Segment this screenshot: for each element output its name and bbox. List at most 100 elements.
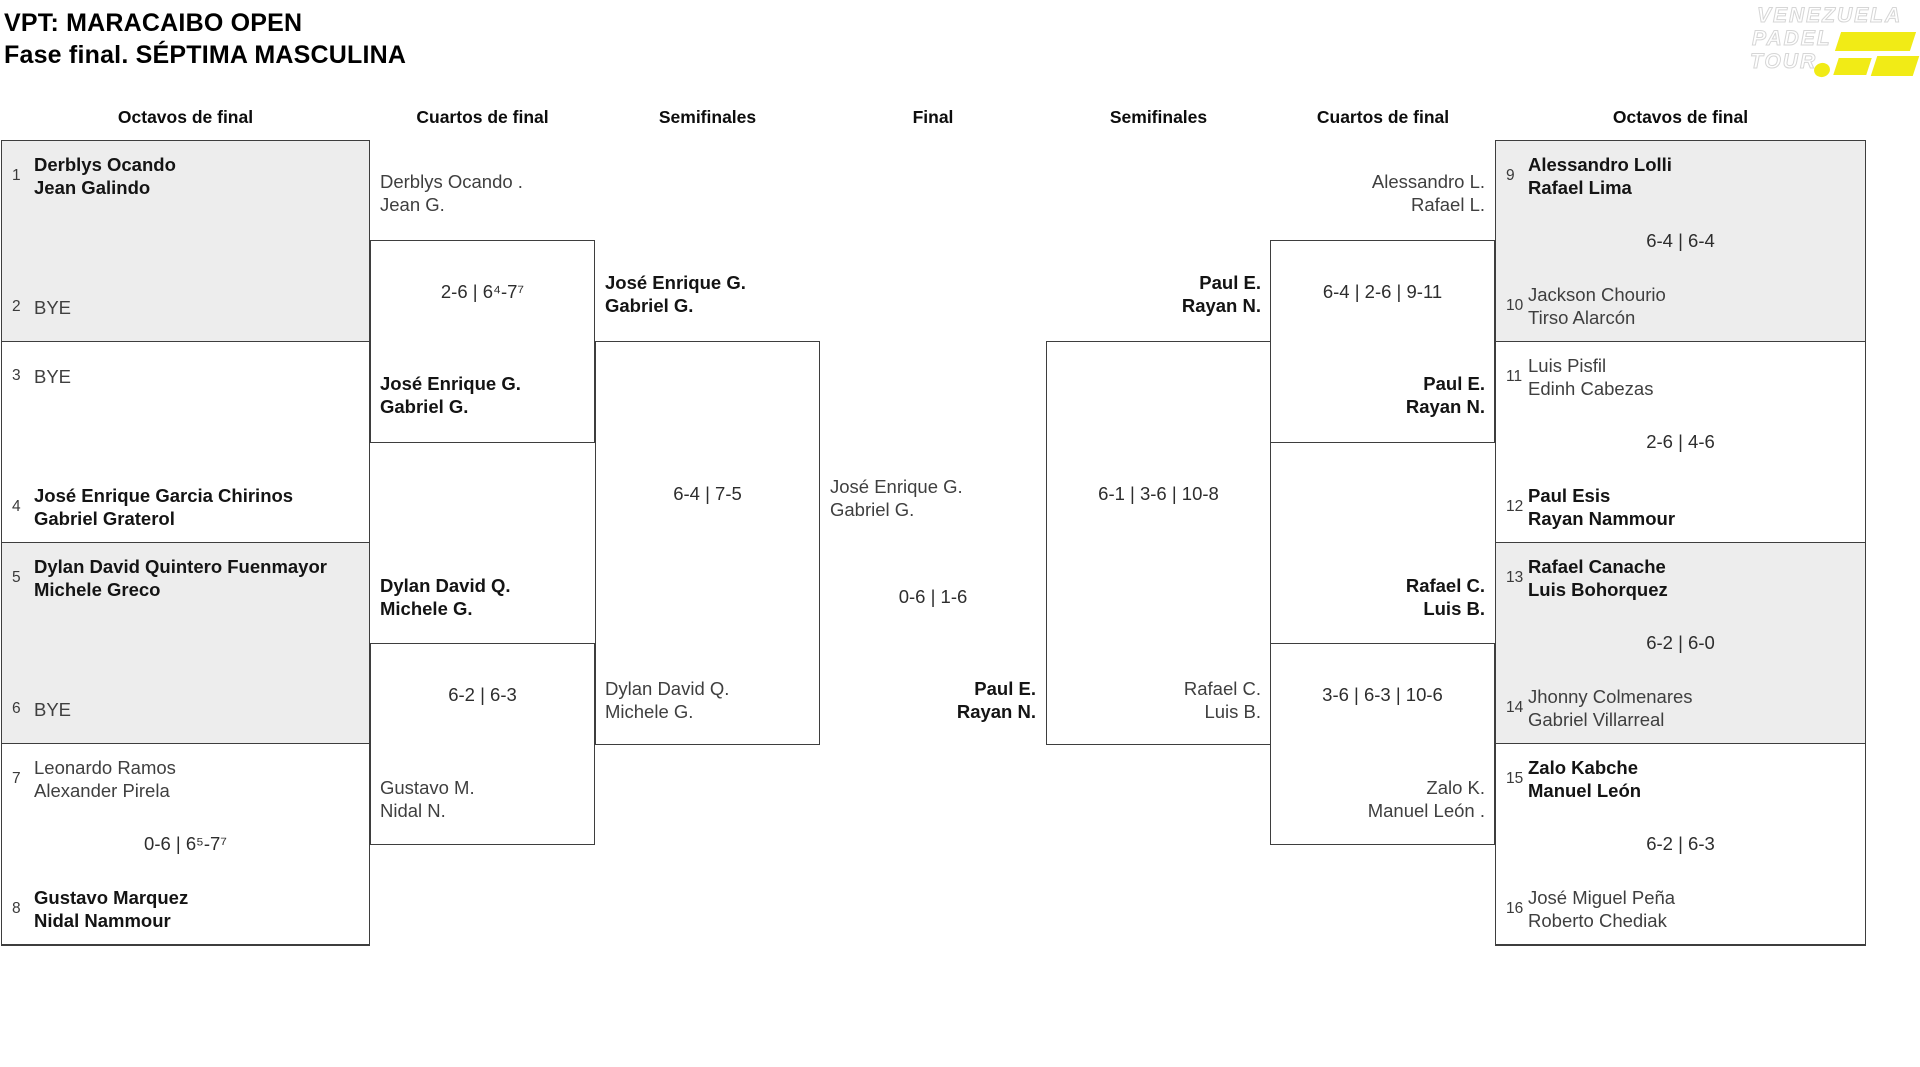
round-header-final: Final: [912, 107, 954, 127]
match-score: 6-2 | 6-3: [1646, 833, 1715, 854]
team-name: BYE: [34, 365, 72, 387]
team-name: Rafael L.: [1410, 194, 1485, 215]
round-header-cuartos-left: Cuartos de final: [416, 107, 549, 127]
seed-number: 1: [12, 167, 21, 184]
team-name: BYE: [34, 698, 72, 720]
team-name: Gabriel Villarreal: [1528, 709, 1665, 730]
match-score: 2-6 | 6⁴-7⁷: [440, 281, 525, 302]
team-label: Rafael C. Luis B.: [1275, 574, 1485, 620]
team-name: Edinh Cabezas: [1528, 378, 1654, 399]
team-entry: 6 BYE: [2, 687, 369, 731]
match-score: 6-4 | 6-4: [1646, 230, 1715, 251]
team-name: Jean G.: [380, 194, 445, 215]
match-score: 3-6 | 6-3 | 10-6: [1322, 684, 1443, 705]
team-name: Gustavo M.: [380, 777, 475, 798]
team-name: Dylan David Quintero Fuenmayor: [34, 556, 327, 577]
team-name: Roberto Chediak: [1528, 910, 1667, 931]
match-box-qf-r1: [1270, 240, 1495, 443]
logo-text-venezuela: VENEZUELA: [1756, 4, 1903, 28]
seed-number: 6: [12, 700, 21, 717]
match-score: 0-6 | 6⁵-7⁷: [144, 833, 227, 854]
team-name: Luis B.: [1204, 701, 1261, 722]
team-label: Alessandro L. Rafael L.: [1275, 170, 1485, 216]
logo-flag-bar-icon: [1833, 58, 1872, 75]
team-label: Dylan David Q. Michele G.: [605, 677, 815, 723]
team-name: Luis Pisfil: [1528, 355, 1607, 376]
seed-number: 2: [12, 298, 21, 315]
team-label: José Enrique G. Gabriel G.: [605, 271, 815, 317]
team-name: José Enrique G.: [380, 373, 521, 394]
seed-number: 3: [12, 367, 21, 384]
logo-text-padel: PADEL: [1752, 27, 1832, 51]
team-name: Michele G.: [605, 701, 694, 722]
team-name: Rayan N.: [1181, 295, 1261, 316]
team-name: Zalo K.: [1426, 777, 1485, 798]
team-name: Rayan N.: [956, 701, 1036, 722]
match-score: 2-6 | 4-6: [1646, 431, 1715, 452]
team-name: Alessandro Lolli: [1528, 154, 1672, 175]
round-header-cuartos-right: Cuartos de final: [1316, 107, 1450, 127]
team-name: Gabriel G.: [380, 396, 469, 417]
team-name: Rayan N.: [1405, 396, 1485, 417]
team-name: Michele Greco: [34, 579, 161, 600]
team-name: Gustavo Marquez: [34, 887, 189, 908]
team-name: BYE: [34, 296, 72, 318]
team-label: José Enrique G. Gabriel G.: [380, 372, 590, 418]
team-name: Jhonny Colmenares: [1528, 686, 1693, 707]
match-score: 6-2 | 6-3: [448, 684, 517, 705]
vpt-logo: VENEZUELA PADEL TOUR: [1749, 0, 1920, 92]
seed-number: 9: [1506, 167, 1515, 184]
team-name: Paul E.: [1199, 272, 1261, 293]
seed-number: 16: [1506, 900, 1524, 917]
team-name: Gabriel Graterol: [34, 508, 175, 529]
team-label: Rafael C. Luis B.: [1051, 677, 1261, 723]
team-name: Alexander Pirela: [34, 780, 170, 801]
match-score: 6-4 | 7-5: [673, 483, 742, 504]
match-score: 6-1 | 3-6 | 10-8: [1098, 483, 1219, 504]
team-name: Nidal N.: [380, 800, 446, 821]
team-name: Paul E.: [1423, 373, 1485, 394]
team-name: Rafael Lima: [1528, 177, 1632, 198]
seed-number: 10: [1506, 297, 1524, 314]
team-name: Gabriel G.: [605, 295, 694, 316]
team-name: Dylan David Q.: [380, 575, 511, 596]
team-name: Rafael C.: [1405, 575, 1485, 596]
champion-label: Paul E. Rayan N.: [826, 677, 1036, 723]
match-box-qf-r2: [1270, 643, 1495, 845]
team-name: Paul Esis: [1528, 485, 1611, 506]
team-label: Gustavo M. Nidal N.: [380, 776, 590, 822]
seed-number: 8: [12, 900, 21, 917]
team-name: Leonardo Ramos: [34, 757, 176, 778]
team-label: Derblys Ocando . Jean G.: [380, 170, 590, 216]
team-label: Paul E. Rayan N.: [1275, 372, 1485, 418]
finalist-label: José Enrique G. Gabriel G.: [830, 475, 1040, 521]
team-entry: 3 BYE: [2, 354, 369, 398]
team-name: Luis Bohorquez: [1528, 579, 1668, 600]
team-name: Derblys Ocando .: [380, 171, 523, 192]
final-score: 0-6 | 1-6: [898, 586, 968, 607]
team-name: Rafael C.: [1183, 678, 1261, 699]
round-header-semis-left: Semifinales: [658, 107, 757, 127]
team-name: Dylan David Q.: [605, 678, 730, 699]
tournament-subtitle: Fase final. SÉPTIMA MASCULINA: [4, 41, 407, 69]
